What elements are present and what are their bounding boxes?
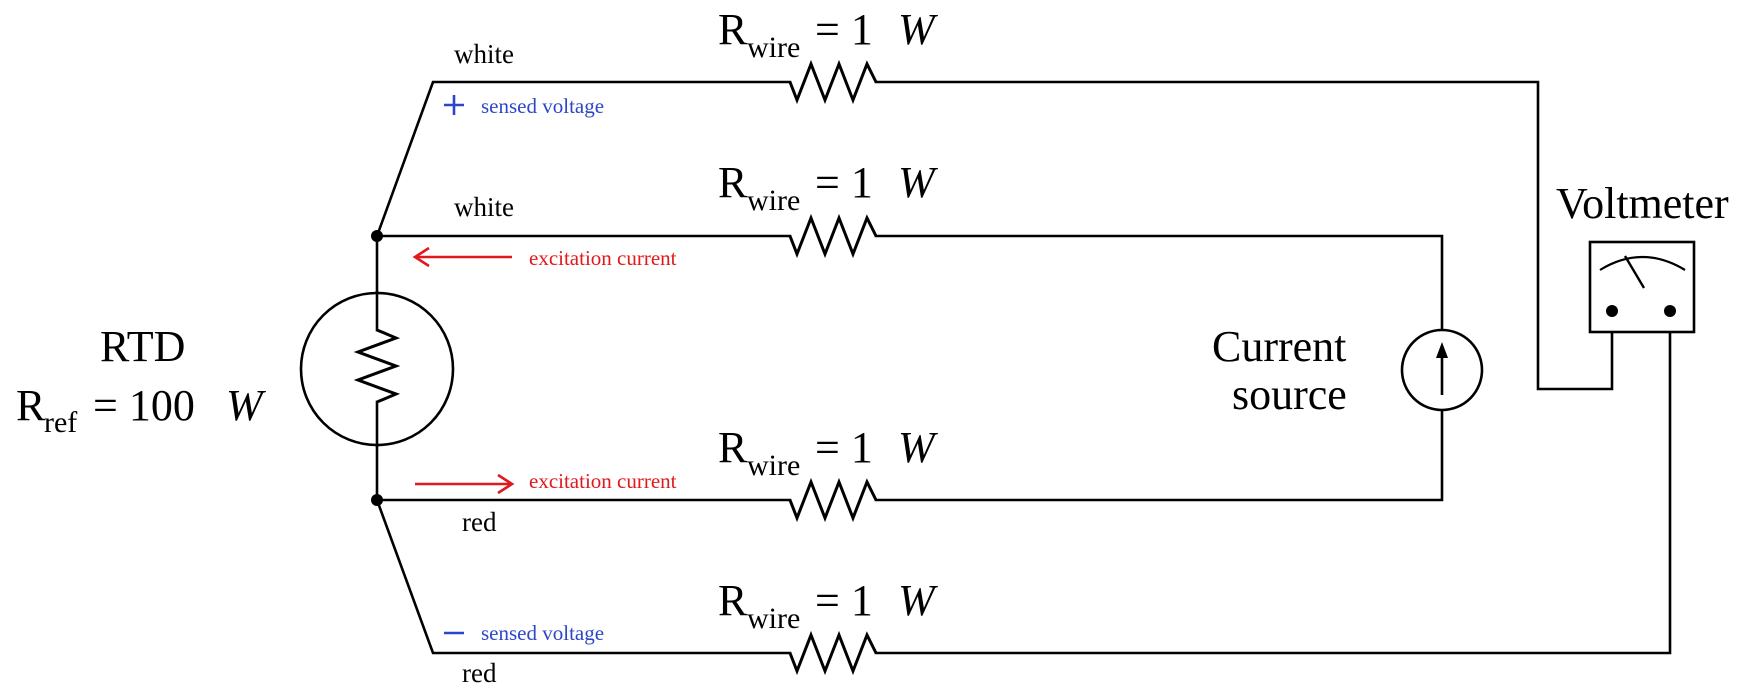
svg-text:ref: ref — [44, 406, 77, 439]
svg-text:= 1: = 1 — [815, 423, 873, 472]
svg-text:W: W — [898, 158, 938, 207]
svg-text:R: R — [718, 423, 748, 472]
svg-text:R: R — [718, 5, 748, 54]
svg-text:= 100: = 100 — [93, 381, 195, 430]
wire-red-sense-to-voltmeter — [874, 309, 1672, 655]
current-source-icon — [1400, 328, 1484, 412]
resistor-icon — [788, 59, 878, 105]
excitation-current-bottom-label: excitation current — [529, 469, 677, 493]
wire-color-label: white — [454, 192, 514, 222]
resistor-icon — [788, 630, 878, 676]
wire-white-sense — [375, 80, 792, 238]
resistor-icon — [353, 328, 401, 404]
sensed-voltage-minus-label: sensed voltage — [481, 621, 604, 645]
wire-color-label: white — [454, 39, 514, 69]
svg-text:R: R — [718, 158, 748, 207]
voltmeter-icon — [1588, 240, 1696, 334]
svg-text:W: W — [898, 576, 938, 625]
svg-text:= 1: = 1 — [815, 576, 873, 625]
wire-color-label: red — [462, 658, 497, 688]
junction-dot-top — [371, 230, 383, 242]
svg-text:W: W — [226, 381, 266, 430]
wire-white-sense-to-voltmeter — [874, 80, 1614, 391]
current-source-label-line2: source — [1232, 370, 1347, 419]
wire-resistance-label: R wire = 1 W — [718, 423, 938, 482]
current-source-label-line1: Current — [1212, 322, 1346, 371]
wire-red-excitation-to-source — [874, 408, 1444, 502]
svg-text:R: R — [16, 381, 46, 430]
svg-text:= 1: = 1 — [815, 158, 873, 207]
svg-text:R: R — [718, 576, 748, 625]
rtd-element — [299, 290, 455, 448]
svg-text:wire: wire — [747, 184, 800, 217]
arrow-left-icon — [412, 246, 512, 268]
sensed-voltage-plus-label: sensed voltage — [481, 94, 604, 118]
wire-resistance-label: R wire = 1 W — [718, 576, 938, 635]
svg-text:wire: wire — [747, 31, 800, 64]
wire-color-label: red — [462, 507, 497, 537]
plus-icon — [444, 95, 464, 115]
junction-dot-bottom — [371, 494, 383, 506]
excitation-current-top-label: excitation current — [529, 246, 677, 270]
svg-text:wire: wire — [747, 602, 800, 635]
wire-red-sense — [375, 498, 792, 655]
resistor-icon — [788, 213, 878, 259]
wire-white-excitation-to-source — [874, 234, 1444, 332]
svg-text:wire: wire — [747, 449, 800, 482]
voltmeter-label: Voltmeter — [1556, 179, 1729, 228]
arrow-right-icon — [415, 473, 515, 495]
rtd-title: RTD — [100, 322, 185, 371]
circuit-wires — [375, 80, 1672, 655]
wire-resistance-label: R wire = 1 W — [718, 5, 938, 64]
svg-text:W: W — [898, 423, 938, 472]
resistor-icon — [788, 477, 878, 523]
svg-text:= 1: = 1 — [815, 5, 873, 54]
wire-resistance-label: R wire = 1 W — [718, 158, 938, 217]
svg-text:W: W — [898, 5, 938, 54]
rtd-ref-label: R ref = 100 W — [16, 381, 266, 439]
